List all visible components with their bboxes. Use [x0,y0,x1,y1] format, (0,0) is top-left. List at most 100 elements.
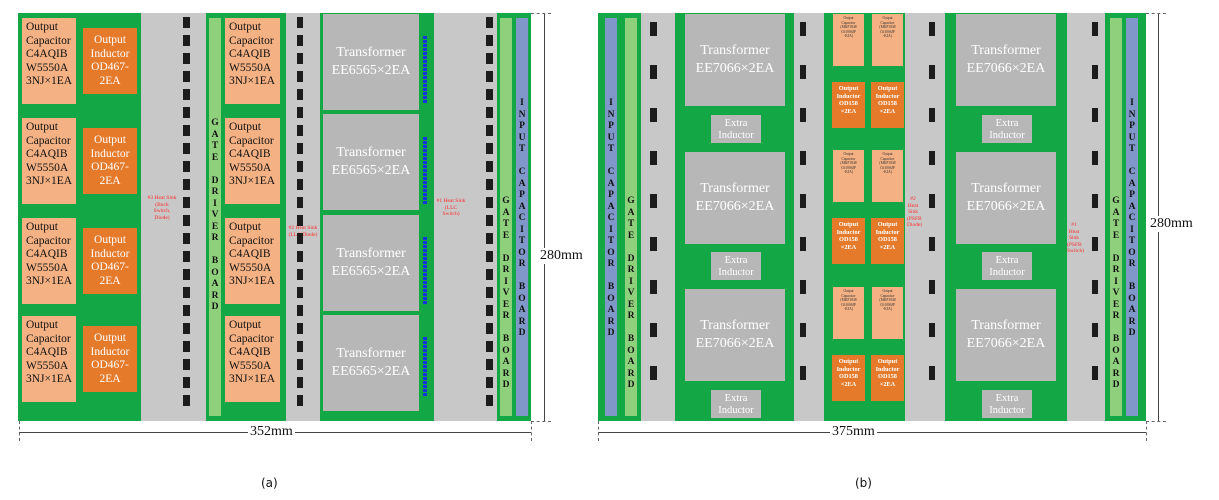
power-device [929,237,935,251]
transformer-winding-strip [423,237,427,305]
power-device [297,377,303,388]
power-device [297,35,303,46]
power-device [297,53,303,64]
output-inductor: Output Inductor OD467- 2EA [83,326,137,392]
power-device [929,22,935,36]
transformer: Transformer EE6565×2EA [323,14,419,110]
power-device [800,280,806,294]
transformer: Transformer EE7066×2EA [956,152,1056,244]
power-device [183,107,190,118]
output-capacitor: Output Capacitor C4AQIB W5550A 3NJ×1EA [22,218,76,304]
power-device [183,377,190,388]
dim-tick [531,13,551,14]
output-capacitor: Output Capacitor C4AQIB W5550A 3NJ×1EA [22,316,76,402]
power-device [486,179,493,190]
power-device [800,65,806,79]
power-device [1092,151,1098,165]
gate-driver-board-a-left [209,18,221,416]
power-device [297,143,303,154]
power-device [297,107,303,118]
dim-tick [19,421,20,441]
power-device [1092,194,1098,208]
power-device [183,161,190,172]
output-inductor-small: Output Inductor OD158 ×2EA [871,82,904,128]
power-device [929,65,935,79]
power-device [486,107,493,118]
extra-inductor: Extra Inductor [982,252,1032,280]
input-capacitor-board-b-left [605,18,617,416]
power-device [800,108,806,122]
power-device [183,71,190,82]
caption-a: (a) [261,476,278,490]
output-capacitor: Output Capacitor C4AQIB W5550A 3NJ×1EA [225,316,280,402]
power-device [297,179,303,190]
power-device [183,53,190,64]
power-device [297,287,303,298]
output-inductor-small: Output Inductor OD158 ×2EA [871,218,904,264]
power-device [486,143,493,154]
heat-sink-b-mid-left [794,13,824,421]
dim-tick [598,421,599,441]
extra-inductor: Extra Inductor [982,390,1032,418]
power-device [1092,108,1098,122]
power-device [183,269,190,280]
dim-tick [1146,13,1166,14]
gate-driver-board-b-right [1110,18,1122,416]
power-device [183,233,190,244]
heat-sink-3-label: #3 Heat Sink (Buck Switch, Diode) [147,195,177,221]
output-inductor-small: Output Inductor OD158 ×2EA [832,355,865,401]
power-device [297,89,303,100]
power-device [297,161,303,172]
output-inductor: Output Inductor OD467- 2EA [83,228,137,294]
power-device [486,287,493,298]
power-device [486,161,493,172]
power-device [486,305,493,316]
power-device [486,251,493,262]
power-device [800,194,806,208]
heat-sink-2-b-label: #2 Heat Sink (PSFB Diode) [907,196,923,228]
power-device [1092,323,1098,337]
power-device [183,251,190,262]
power-device [800,237,806,251]
gate-driver-board-b-left [625,18,637,416]
power-device [800,323,806,337]
height-label-b: 280mm [1150,216,1193,232]
transformer-winding-strip [423,337,427,397]
power-device [486,323,493,334]
power-device [650,366,657,380]
power-device [183,341,190,352]
power-device [297,269,303,280]
power-device [486,17,493,28]
power-device [297,341,303,352]
power-device [486,71,493,82]
power-device [183,359,190,370]
power-device [650,108,657,122]
power-device [486,269,493,280]
power-device [297,125,303,136]
power-device [929,323,935,337]
power-device [183,89,190,100]
power-device [297,251,303,262]
power-device [486,197,493,208]
heat-sink-2 [286,13,320,421]
power-device [486,377,493,388]
transformer: Transformer EE7066×2EA [956,289,1056,381]
power-device [650,237,657,251]
output-capacitor-small: Output Capacitor (MKP1848 C61006JP -KIA) [872,14,903,66]
power-device [183,17,190,28]
output-capacitor: Output Capacitor C4AQIB W5550A 3NJ×1EA [22,18,76,104]
power-device [800,151,806,165]
power-device [1092,237,1098,251]
power-device [183,287,190,298]
gate-driver-board-a-right [500,18,512,416]
height-label-a: 280mm [540,248,583,264]
power-device [486,215,493,226]
dim-tick [531,421,551,422]
